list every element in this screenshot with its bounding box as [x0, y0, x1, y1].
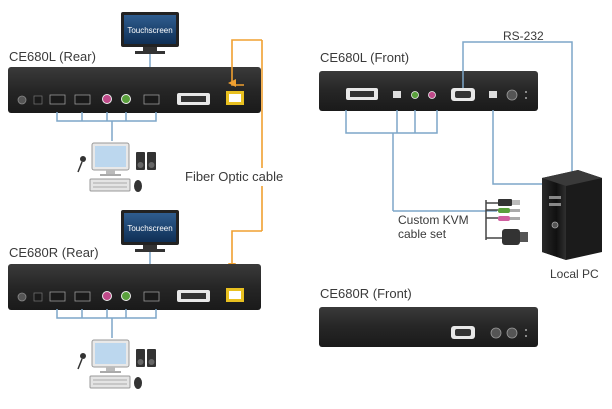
- touchscreen-monitor-icon: Touchscreen: [121, 210, 179, 252]
- custom-kvm-label-line1: Custom KVM: [398, 213, 469, 227]
- usb-plug-icon: [498, 199, 520, 206]
- audio-plug-icon: [498, 216, 520, 221]
- audio-plug-icon: [498, 208, 520, 213]
- ce680r-front-label: CE680R (Front): [320, 286, 412, 301]
- keyboard-icon: [89, 375, 131, 389]
- ce680l-front-label: CE680L (Front): [320, 50, 409, 65]
- keyboard-icon: [89, 178, 131, 192]
- monitor-icon: [91, 142, 130, 176]
- rs232-label: RS-232: [503, 29, 544, 43]
- monitor-icon: [91, 339, 130, 373]
- microphone-icon: [77, 353, 86, 370]
- vga-plug-icon: [502, 229, 528, 245]
- local-pc-label: Local PC: [550, 267, 599, 281]
- ce680r-rear-panel: [8, 264, 261, 310]
- rs232-cable: [462, 41, 573, 176]
- ce680l-rear-panel: [8, 67, 261, 113]
- mouse-icon: [134, 180, 142, 192]
- speaker-icon: [136, 152, 156, 170]
- touchscreen-label: Touchscreen: [127, 26, 172, 35]
- custom-kvm-label-line2: cable set: [398, 227, 447, 241]
- ce680r-rear-label: CE680R (Rear): [9, 245, 99, 260]
- fiber-optic-label: Fiber Optic cable: [185, 169, 283, 184]
- mouse-icon: [134, 377, 142, 389]
- ce680l-front-panel: [319, 71, 538, 111]
- touchscreen-monitor-icon: Touchscreen: [121, 12, 179, 54]
- microphone-icon: [77, 156, 86, 173]
- fiber-optic-cable: [231, 39, 263, 263]
- ce680l-rear-label: CE680L (Rear): [9, 49, 96, 64]
- ce680r-front-panel: [319, 307, 538, 347]
- touchscreen-label: Touchscreen: [127, 224, 172, 233]
- speaker-icon: [136, 349, 156, 367]
- pc-tower-icon: [542, 170, 602, 260]
